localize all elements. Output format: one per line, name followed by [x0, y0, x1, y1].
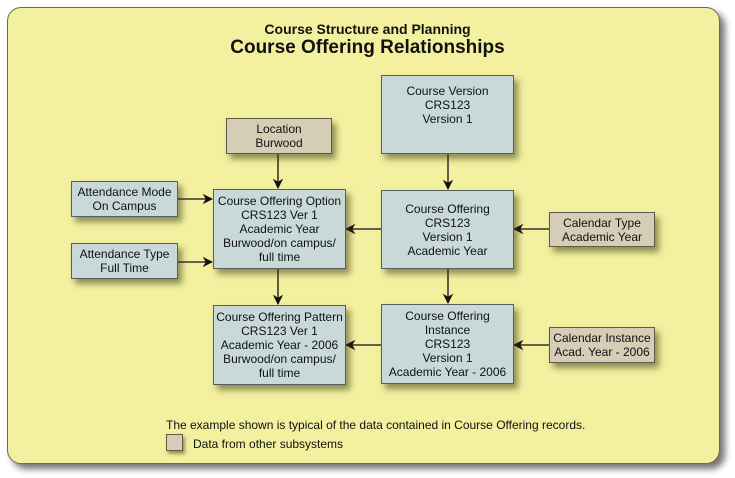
footer-note: The example shown is typical of the data…	[166, 418, 586, 432]
legend-swatch-external	[166, 434, 183, 451]
node-line: Academic Year	[407, 243, 488, 258]
node-line: Course Offering	[405, 309, 490, 323]
node-line: Instance	[424, 323, 471, 337]
node-calendar-type: Calendar Type Academic Year	[549, 212, 655, 247]
node-line: Course Version	[406, 84, 489, 98]
node-line: Burwood/on campus/	[223, 236, 336, 250]
node-line: Full Time	[100, 261, 149, 275]
node-course-offering: Course Offering CRS123 Version 1 Academi…	[381, 190, 514, 269]
diagram-title: Course Offering Relationships	[230, 37, 505, 58]
node-line: CRS123	[424, 337, 471, 351]
node-line: CRS123 Ver 1	[241, 324, 318, 338]
node-line: Academic Year - 2006	[388, 365, 507, 379]
node-line: Attendance Type	[79, 247, 170, 261]
node-line: Version 1	[422, 229, 473, 244]
node-course-version: Course Version CRS123 Version 1	[381, 75, 514, 154]
node-course-offering-pattern: Course Offering Pattern CRS123 Ver 1 Aca…	[213, 305, 346, 385]
node-line: Version 1	[422, 112, 473, 126]
node-line: Attendance Mode	[77, 185, 172, 199]
node-line: Calendar Instance	[553, 331, 651, 345]
node-line: Academic Year	[239, 222, 320, 236]
node-line: CRS123	[424, 215, 471, 230]
node-line: Location	[256, 122, 302, 136]
node-line: Course Offering Pattern	[216, 310, 343, 324]
node-line: Academic Year	[561, 229, 643, 244]
node-line: CRS123 Ver 1	[241, 208, 318, 222]
node-line: Calendar Type	[563, 215, 641, 230]
node-line: Burwood/on campus/	[223, 352, 336, 366]
node-line: Acad. Year - 2006	[554, 345, 650, 359]
node-line: Burwood	[255, 136, 303, 150]
node-calendar-instance: Calendar Instance Acad. Year - 2006	[549, 327, 655, 363]
node-course-offering-option: Course Offering Option CRS123 Ver 1 Acad…	[213, 189, 346, 269]
node-line: Version 1	[422, 351, 473, 365]
node-line: CRS123	[424, 98, 471, 112]
node-line: Course Offering Option	[217, 194, 342, 208]
node-location: Location Burwood	[226, 118, 332, 154]
node-line: Academic Year - 2006	[220, 338, 339, 352]
node-course-offering-instance: Course Offering Instance CRS123 Version …	[381, 304, 514, 384]
legend-label: Data from other subsystems	[193, 437, 344, 451]
node-line: Course Offering	[405, 201, 490, 216]
diagram-subtitle: Course Structure and Planning	[264, 21, 471, 37]
node-line: On Campus	[92, 199, 157, 213]
node-line: full time	[258, 250, 301, 264]
node-line: full time	[258, 366, 301, 380]
node-attendance-type: Attendance Type Full Time	[71, 243, 178, 279]
node-attendance-mode: Attendance Mode On Campus	[71, 181, 178, 217]
